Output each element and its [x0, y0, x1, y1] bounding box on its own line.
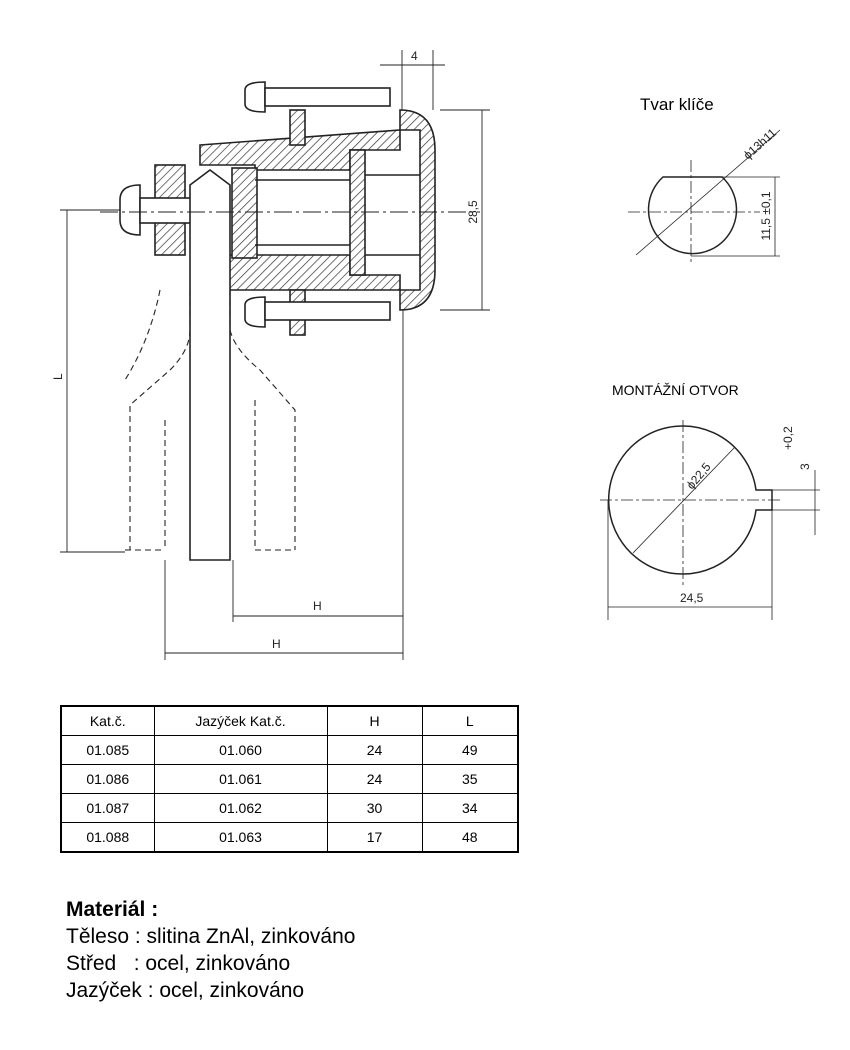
technical-drawing: 4 28,5 L H H Tvar klíče ϕ13h11 11,5 ±0,1… — [51, 49, 820, 660]
header-l: L — [421, 705, 519, 736]
dim-length: L — [51, 373, 65, 380]
hole-slot-tol: +0,2 — [781, 426, 795, 450]
hole-diameter: ϕ22,5 — [684, 460, 714, 492]
hole-slot: 3 — [798, 463, 812, 470]
mounting-hole-title: MONTÁŽNÍ OTVOR — [612, 382, 739, 398]
material-line-body: Těleso : slitina ZnAl, zinkováno — [66, 925, 356, 948]
table-header-row: Kat.č. Jazýček Kat.č. H L — [60, 705, 519, 736]
cell: 01.061 — [153, 764, 328, 794]
material-line-tongue: Jazýček : ocel, zinkováno — [66, 979, 305, 1002]
dim-slot-width: 4 — [411, 49, 418, 63]
cell: 01.087 — [60, 793, 155, 823]
cell: 01.063 — [153, 822, 328, 853]
cell: 17 — [326, 822, 423, 853]
cell: 01.085 — [60, 735, 155, 765]
lock-section-view — [100, 81, 480, 561]
dim-h-lower: H — [272, 637, 281, 651]
material-heading: Materiál : — [66, 898, 159, 921]
material-section: Materiál : Těleso : slitina ZnAl, zinkov… — [66, 896, 355, 1004]
key-shape-view — [628, 129, 781, 265]
mounting-hole-view — [600, 420, 820, 620]
cell: 35 — [421, 764, 519, 794]
key-diameter: ϕ13h11 — [741, 125, 780, 162]
cell: 01.060 — [153, 735, 328, 765]
cell: 30 — [326, 793, 423, 823]
header-cat-no: Kat.č. — [60, 705, 155, 736]
dim-h-upper: H — [313, 599, 322, 613]
cell: 34 — [421, 793, 519, 823]
material-line-center: Střed : ocel, zinkováno — [66, 952, 291, 975]
key-flat: 11,5 ±0,1 — [759, 191, 773, 240]
cell: 24 — [326, 735, 423, 765]
cell: 24 — [326, 764, 423, 794]
key-shape-title: Tvar klíče — [640, 95, 714, 114]
cell: 01.088 — [60, 822, 155, 853]
dimension-lines — [60, 50, 490, 660]
cell: 48 — [421, 822, 519, 853]
cell: 49 — [421, 735, 519, 765]
header-tongue-cat-no: Jazýček Kat.č. — [153, 705, 328, 736]
cell: 01.062 — [153, 793, 328, 823]
cell: 01.086 — [60, 764, 155, 794]
hole-width: 24,5 — [680, 591, 704, 605]
header-h: H — [326, 705, 423, 736]
dim-height: 28,5 — [466, 200, 480, 224]
